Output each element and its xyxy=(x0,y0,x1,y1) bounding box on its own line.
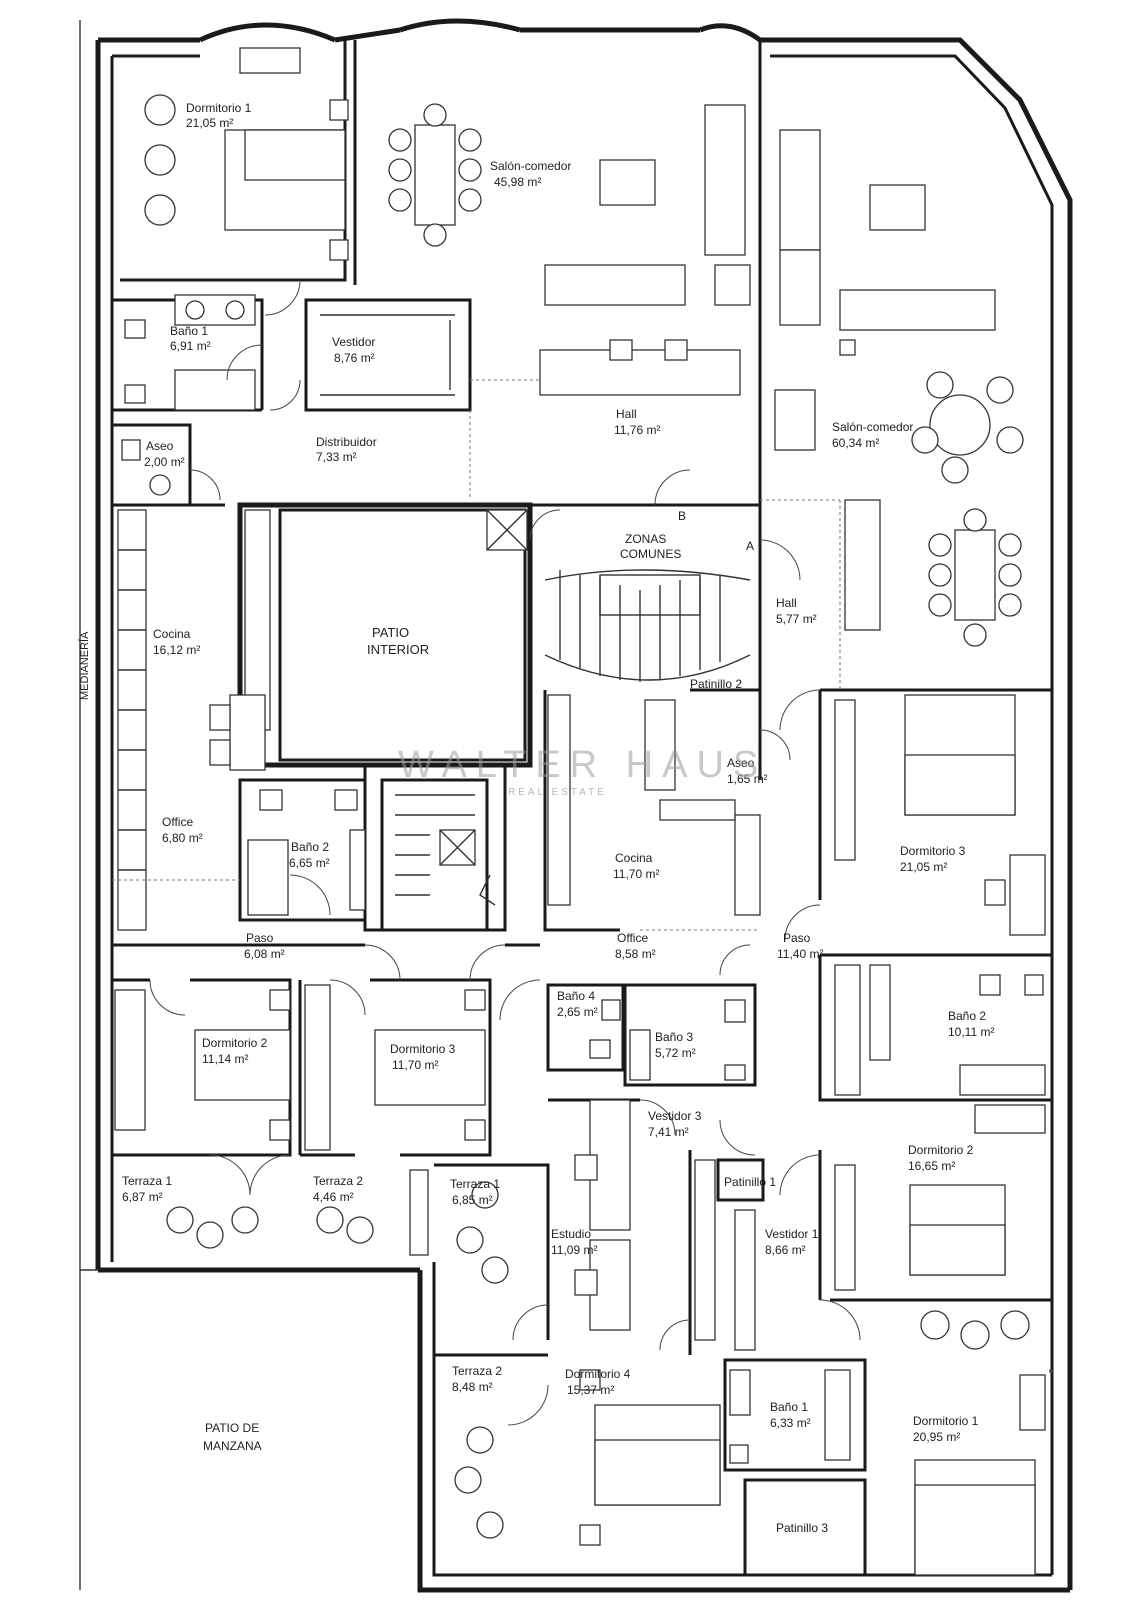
room-area: 16,65 m² xyxy=(908,1159,955,1173)
room-name: Aseo xyxy=(146,439,174,453)
watermark-title: WALTER HAUS xyxy=(398,744,767,786)
room-name: Hall xyxy=(776,596,797,610)
room-area: 8,58 m² xyxy=(615,947,656,961)
stairs xyxy=(395,509,751,906)
room-name: Baño 4 xyxy=(557,989,595,1003)
room-area: 11,09 m² xyxy=(551,1243,597,1257)
room-area: 6,87 m² xyxy=(122,1190,163,1204)
room-area: 16,12 m² xyxy=(153,643,200,657)
room-name: Baño 2 xyxy=(948,1009,986,1023)
medianeria-label: MEDIANERÍA xyxy=(78,631,91,700)
room-name: Dormitorio 1 xyxy=(186,101,252,115)
room-area: 8,48 m² xyxy=(452,1380,493,1394)
room-name: Salón-comedor xyxy=(832,420,913,434)
room-area: 11,14 m² xyxy=(202,1052,248,1066)
room-name: Terraza 1 xyxy=(450,1177,500,1191)
room-area: 11,40 m² xyxy=(777,947,823,961)
doors xyxy=(149,279,861,1426)
room-area: 1,65 m² xyxy=(727,772,768,786)
room-name: Terraza 2 xyxy=(452,1364,502,1378)
patio-interior-label: INTERIOR xyxy=(367,642,429,657)
door-a-label: A xyxy=(746,539,754,553)
room-name: Patinillo 3 xyxy=(776,1521,828,1535)
room-name: Baño 2 xyxy=(291,840,329,854)
room-name: Paso xyxy=(783,931,811,945)
room-area: 8,66 m² xyxy=(765,1243,806,1257)
room-name: Cocina xyxy=(153,627,191,641)
room-area: 45,98 m² xyxy=(494,175,541,189)
room-name: Aseo xyxy=(727,756,755,770)
room-name: Dormitorio 3 xyxy=(900,844,966,858)
room-name: Terraza 2 xyxy=(313,1174,363,1188)
room-area: 11,76 m² xyxy=(614,423,660,437)
room-name: Dormitorio 2 xyxy=(908,1143,974,1157)
room-name: Distribuidor xyxy=(316,435,377,449)
room-name: Patinillo 2 xyxy=(690,677,742,691)
room-name: Dormitorio 1 xyxy=(913,1414,979,1428)
watermark-subtitle: REAL ESTATE xyxy=(508,787,607,798)
room-labels: Dormitorio 1 21,05 m² Salón-comedor 45,9… xyxy=(78,101,994,1535)
room-name: Dormitorio 2 xyxy=(202,1036,268,1050)
room-area: 20,95 m² xyxy=(913,1430,960,1444)
room-area: 6,65 m² xyxy=(289,856,330,870)
room-area: 7,33 m² xyxy=(316,450,357,464)
openings xyxy=(112,379,841,931)
zonas-comunes-label: COMUNES xyxy=(620,547,681,561)
furniture xyxy=(114,47,1053,1576)
room-area: 6,33 m² xyxy=(770,1416,811,1430)
room-area: 7,41 m² xyxy=(648,1125,689,1139)
room-name: Cocina xyxy=(615,851,653,865)
room-area: 60,34 m² xyxy=(832,436,879,450)
room-name: Paso xyxy=(246,931,274,945)
room-area: 6,08 m² xyxy=(244,947,285,961)
room-name: Estudio xyxy=(551,1227,591,1241)
room-name: Salón-comedor xyxy=(490,159,571,173)
room-area: 5,77 m² xyxy=(776,612,817,626)
door-b-label: B xyxy=(678,509,686,523)
room-name: Vestidor 3 xyxy=(648,1109,702,1123)
room-name: Baño 1 xyxy=(170,324,208,338)
room-name: Office xyxy=(617,931,648,945)
room-area: 2,00 m² xyxy=(144,455,185,469)
room-area: 2,65 m² xyxy=(557,1005,598,1019)
patio-manzana-label: MANZANA xyxy=(203,1439,262,1453)
room-name: Vestidor 1 xyxy=(765,1227,819,1241)
room-area: 4,46 m² xyxy=(313,1190,354,1204)
patio-manzana-label: PATIO DE xyxy=(205,1421,259,1435)
room-area: 6,91 m² xyxy=(170,339,211,353)
room-name: Baño 1 xyxy=(770,1400,808,1414)
watermark: WALTER HAUS REAL ESTATE xyxy=(398,744,767,798)
room-area: 21,05 m² xyxy=(900,860,947,874)
room-area: 11,70 m² xyxy=(613,867,659,881)
patio-interior-label: PATIO xyxy=(372,625,409,640)
room-area: 15,37 m² xyxy=(567,1383,614,1397)
room-area: 10,11 m² xyxy=(948,1025,994,1039)
room-area: 8,76 m² xyxy=(334,351,375,365)
room-name: Dormitorio 3 xyxy=(390,1042,456,1056)
room-name: Vestidor xyxy=(332,335,375,349)
room-area: 6,80 m² xyxy=(162,831,203,845)
room-name: Office xyxy=(162,815,193,829)
room-name: Baño 3 xyxy=(655,1030,693,1044)
room-area: 6,85 m² xyxy=(452,1193,493,1207)
room-name: Dormitorio 4 xyxy=(565,1367,631,1381)
room-name: Hall xyxy=(616,407,637,421)
room-area: 21,05 m² xyxy=(186,116,233,130)
room-area: 5,72 m² xyxy=(655,1046,696,1060)
room-name: Patinillo 1 xyxy=(724,1175,776,1189)
room-area: 11,70 m² xyxy=(392,1058,438,1072)
zonas-comunes-label: ZONAS xyxy=(625,532,666,546)
room-name: Terraza 1 xyxy=(122,1174,172,1188)
